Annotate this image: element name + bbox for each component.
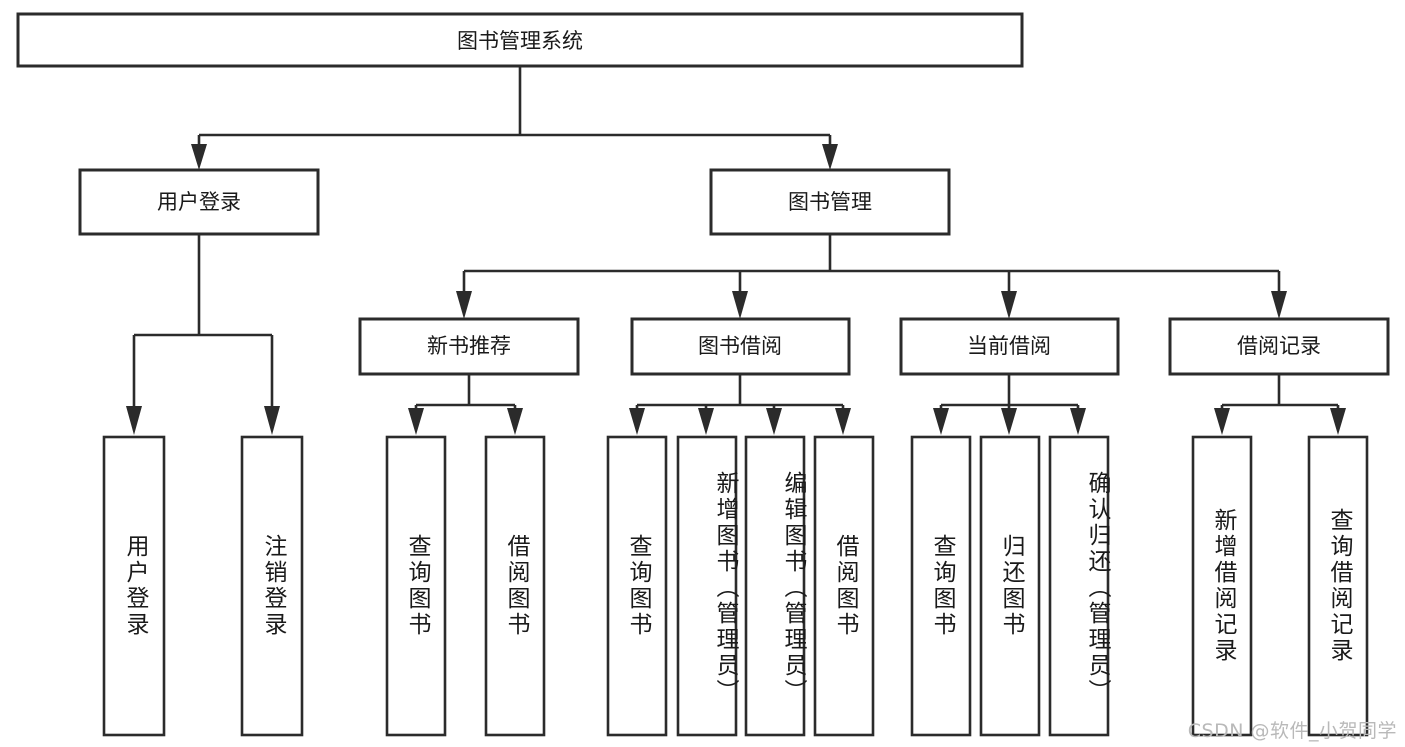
arrow-head-leaf-confirm-return — [1070, 408, 1086, 435]
node-new-book-recommend-label: 新书推荐 — [427, 334, 511, 358]
arrow-head-leaf-query-book-1 — [408, 408, 424, 435]
node-borrow-record[interactable]: 借阅记录 — [1168, 317, 1390, 376]
arrow-head-leaf-edit-book — [766, 408, 782, 435]
node-root-box[interactable] — [16, 12, 1024, 68]
arrow-head-current-borrow — [1001, 291, 1017, 319]
node-new-book-recommend-box[interactable] — [358, 317, 580, 376]
connector-group-new-book-recommend-children — [408, 373, 523, 435]
node-leaf-add-book-box[interactable] — [676, 435, 738, 737]
node-book-borrow-box[interactable] — [630, 317, 851, 376]
arrow-head-leaf-add-book — [698, 408, 714, 435]
connector-group-current-borrow-children — [933, 373, 1086, 435]
watermark-text: CSDN @软件_小贺同学 — [1187, 720, 1397, 742]
arrow-head-leaf-borrow-book-2 — [835, 408, 851, 435]
node-user-login-box[interactable] — [78, 168, 320, 236]
node-leaf-confirm-return-box[interactable] — [1048, 435, 1110, 737]
node-borrow-record-box[interactable] — [1168, 317, 1390, 376]
node-current-borrow[interactable]: 当前借阅 — [899, 317, 1120, 376]
node-leaf-borrow-book-2-box[interactable] — [813, 435, 875, 737]
node-current-borrow-box[interactable] — [899, 317, 1120, 376]
connector-group-root-to-level2 — [191, 67, 838, 170]
arrow-head-leaf-borrow-book-1 — [507, 408, 523, 435]
connector-group-user-login-children — [126, 235, 280, 435]
node-book-manage-box[interactable] — [709, 168, 951, 236]
node-leaf-logout-box[interactable] — [240, 435, 304, 737]
node-user-login[interactable]: 用户登录 — [78, 168, 320, 236]
arrow-head-book-manage — [822, 144, 838, 170]
connector-group-book-manage-children — [456, 235, 1287, 319]
connector-group-borrow-record-children — [1214, 373, 1346, 435]
node-borrow-record-label: 借阅记录 — [1237, 334, 1321, 358]
node-leaf-return-book-box[interactable] — [979, 435, 1041, 737]
node-leaf-add-record-box[interactable] — [1191, 435, 1253, 737]
arrow-head-leaf-logout — [264, 406, 280, 435]
arrow-head-new-book-recommend — [456, 291, 472, 319]
arrow-head-leaf-query-record — [1330, 408, 1346, 435]
node-leaf-query-book-1-box[interactable] — [385, 435, 447, 737]
node-leaf-borrow-book-1-box[interactable] — [484, 435, 546, 737]
node-root[interactable]: 图书管理系统 — [16, 12, 1024, 68]
arrow-head-leaf-return-book — [1001, 408, 1017, 435]
node-book-borrow[interactable]: 图书借阅 — [630, 317, 851, 376]
node-leaf-query-book-3-box[interactable] — [910, 435, 972, 737]
node-leaf-query-record-box[interactable] — [1307, 435, 1369, 737]
arrow-head-book-borrow — [732, 291, 748, 319]
arrow-head-leaf-user-login — [126, 406, 142, 435]
arrow-head-user-login — [191, 144, 207, 170]
node-new-book-recommend[interactable]: 新书推荐 — [358, 317, 580, 376]
connector-group-book-borrow-children — [629, 373, 851, 435]
arrow-head-leaf-query-book-2 — [629, 408, 645, 435]
arrow-head-leaf-add-record — [1214, 408, 1230, 435]
node-book-borrow-label: 图书借阅 — [698, 334, 782, 358]
node-leaf-edit-book-box[interactable] — [744, 435, 806, 737]
node-leaf-query-book-2-box[interactable] — [606, 435, 668, 737]
arrow-head-leaf-query-book-3 — [933, 408, 949, 435]
arrow-head-borrow-record — [1271, 291, 1287, 319]
node-current-borrow-label: 当前借阅 — [967, 334, 1051, 358]
node-book-manage-label: 图书管理 — [788, 190, 872, 214]
node-book-manage[interactable]: 图书管理 — [709, 168, 951, 236]
node-root-label: 图书管理系统 — [457, 29, 583, 53]
node-user-login-label: 用户登录 — [157, 190, 241, 214]
node-leaf-user-login-box[interactable] — [102, 435, 166, 737]
